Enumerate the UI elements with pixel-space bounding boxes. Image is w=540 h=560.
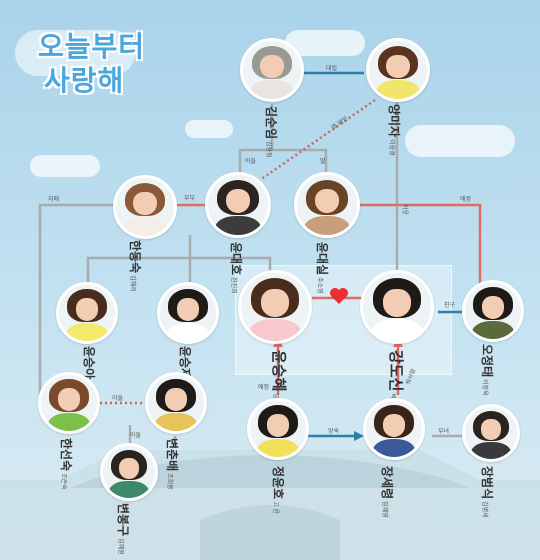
name-label-kim: 김순임김용림 bbox=[263, 106, 282, 158]
character-name: 양미자 bbox=[387, 104, 401, 138]
name-label-jangbumsik: 장범식김병세 bbox=[479, 466, 498, 518]
relation-label: 자매 bbox=[48, 196, 60, 203]
actor-name: 임혜영 bbox=[381, 501, 388, 518]
relation-label: 애정 bbox=[460, 196, 472, 203]
relation-label: 아들 bbox=[245, 158, 257, 165]
actor-name: 김용림 bbox=[265, 141, 272, 158]
cloud bbox=[405, 125, 515, 157]
portrait-ohjungtae bbox=[462, 280, 524, 342]
name-label-byunbonggu: 변봉구김혜원 bbox=[115, 503, 134, 555]
actor-name: 추소영 bbox=[316, 277, 323, 294]
portrait-han bbox=[113, 175, 177, 239]
relation-label: 대립 bbox=[326, 65, 338, 72]
name-label-han: 한동숙김혜리 bbox=[127, 240, 146, 292]
portrait-jungyunho bbox=[247, 398, 309, 460]
name-label-jangsaeryung: 장세령임혜영 bbox=[379, 466, 398, 518]
relation-label: 부부 bbox=[184, 195, 196, 202]
actor-name: 이창욱 bbox=[481, 379, 488, 396]
character-name: 오정태 bbox=[480, 344, 494, 378]
character-name: 윤대호 bbox=[229, 242, 243, 276]
name-label-yundaeshil: 윤대실추소영 bbox=[314, 242, 333, 294]
name-label-ohjungtae: 오정태이창욱 bbox=[479, 344, 498, 396]
portrait-kangdoshin bbox=[360, 270, 434, 344]
logo-line-1: 오늘부터 bbox=[38, 30, 146, 63]
relation-label: 이웃 bbox=[401, 203, 409, 216]
character-name: 강도신 bbox=[387, 350, 405, 392]
cloud bbox=[15, 30, 135, 76]
cloud bbox=[30, 155, 100, 177]
character-name: 장범식 bbox=[480, 466, 494, 500]
name-label-jungyunho: 정윤호고 윤 bbox=[270, 466, 289, 514]
character-name: 윤승혜 bbox=[270, 350, 288, 392]
portrait-kim bbox=[240, 38, 304, 102]
character-name: 김순임 bbox=[264, 106, 278, 140]
character-name: 변춘배 bbox=[165, 438, 179, 472]
actor-name: 이응경 bbox=[388, 139, 395, 156]
portrait-yunseungje bbox=[157, 282, 219, 344]
character-name: 변봉구 bbox=[116, 503, 130, 537]
heart-icon bbox=[330, 288, 348, 304]
name-label-hanseonsuk: 한선숙조은숙 bbox=[58, 438, 77, 490]
name-label-byunchunbae: 변춘배조희봉 bbox=[164, 438, 183, 490]
character-name: 윤대실 bbox=[315, 242, 329, 276]
portrait-hanseonsuk bbox=[38, 372, 100, 434]
logo-line-2: 사랑해 bbox=[44, 64, 125, 97]
character-name: 한동숙 bbox=[128, 240, 142, 274]
character-name: 장세령 bbox=[380, 466, 394, 500]
name-label-yang: 양미자이응경 bbox=[386, 104, 405, 156]
relation-label: 애정 bbox=[258, 384, 270, 391]
character-name: 윤승아 bbox=[82, 346, 96, 380]
portrait-byunchunbae bbox=[145, 372, 207, 434]
actor-name: 김병세 bbox=[481, 501, 488, 518]
portrait-yunseunga bbox=[56, 282, 118, 344]
actor-name: 한진희 bbox=[230, 277, 237, 294]
portrait-yunseunghye bbox=[238, 270, 312, 344]
show-logo: 오늘부터 사랑해 bbox=[38, 30, 150, 98]
portrait-jangsaeryung bbox=[363, 398, 425, 460]
actor-name: 김혜원 bbox=[117, 538, 124, 555]
actor-name: 고 윤 bbox=[272, 501, 279, 515]
actor-name: 조희봉 bbox=[166, 473, 173, 490]
actor-name: 조은숙 bbox=[60, 473, 67, 490]
portrait-byunbonggu bbox=[100, 443, 158, 501]
relation-label: 앙숙 bbox=[328, 428, 340, 435]
portrait-yundaeshil bbox=[294, 172, 360, 238]
relation-label: 아들 bbox=[112, 395, 124, 402]
portrait-jangbumsik bbox=[462, 404, 520, 462]
portrait-yang bbox=[366, 38, 430, 102]
relation-label: 아들 bbox=[130, 432, 142, 439]
character-name: 정윤호 bbox=[271, 466, 285, 500]
relation-label: 부녀 bbox=[438, 428, 450, 435]
cloud bbox=[185, 120, 233, 138]
portrait-yundaeho bbox=[205, 172, 271, 238]
character-name: 한선숙 bbox=[59, 438, 73, 472]
actor-name: 김혜리 bbox=[129, 275, 136, 292]
relation-label: 친구 bbox=[444, 302, 456, 309]
relation-label: 딸 bbox=[320, 158, 326, 165]
